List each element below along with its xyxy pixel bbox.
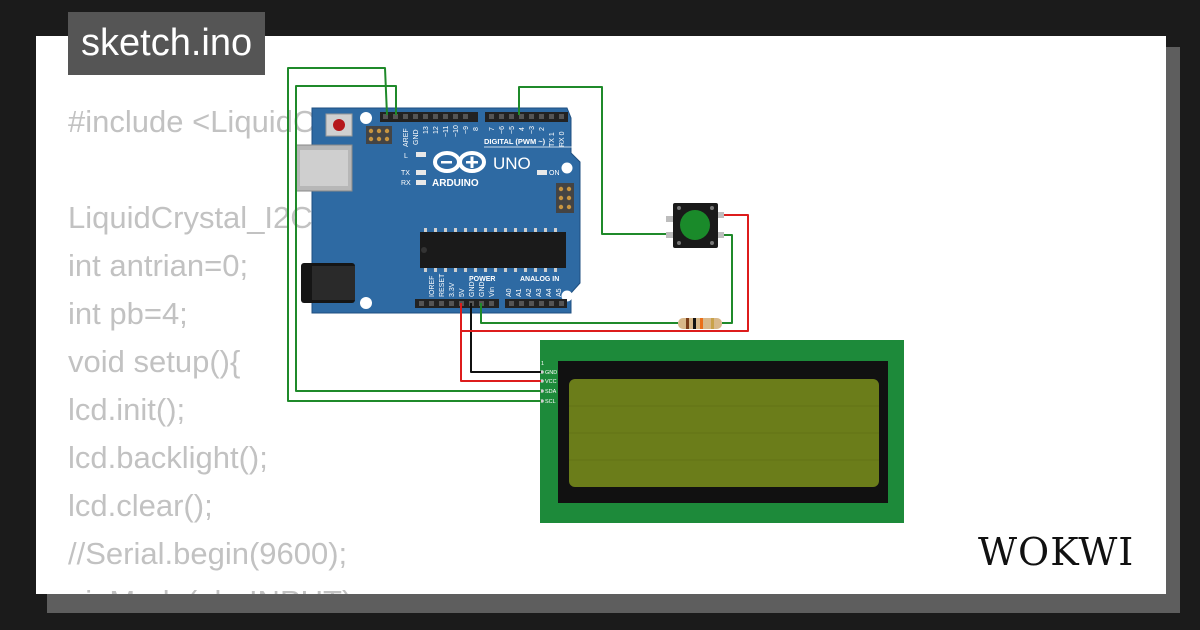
pin-label: ~3 — [529, 126, 536, 134]
code-line: //Serial.begin(9600); — [68, 536, 348, 571]
power-label: POWER — [469, 276, 495, 283]
wire-pin4 — [518, 86, 666, 235]
pin-label: 5V — [459, 288, 466, 297]
mounting-hole — [561, 162, 573, 174]
icsp-right-header — [556, 183, 574, 213]
pin-label: 2 — [539, 127, 546, 131]
pin-label: 12 — [433, 126, 440, 134]
lcd-pin-label: SDA — [545, 389, 557, 395]
pin-label: IOREF — [429, 276, 436, 297]
analog-header — [505, 299, 567, 308]
pin-label: A2 — [526, 288, 533, 297]
pin-label: 7 — [489, 127, 496, 131]
lcd-pin-label: GND — [545, 370, 557, 376]
pin-label: Vin — [489, 287, 496, 297]
microcontroller-chip — [420, 228, 566, 272]
pin-label: 3.3V — [449, 282, 456, 297]
button-cap[interactable] — [680, 210, 710, 240]
digital-header-right — [485, 112, 568, 122]
wokwi-logo-text: WOKWI — [978, 530, 1134, 574]
pin-label: A4 — [546, 288, 553, 297]
digital-header-left — [380, 112, 478, 122]
mounting-hole — [561, 290, 573, 302]
status-leds: L TX RX ON — [401, 152, 560, 187]
pin-label: A1 — [516, 288, 523, 297]
wire-5v-button — [460, 214, 749, 332]
lcd-pin-label: 1 — [541, 361, 544, 367]
code-line: lcd.clear(); — [68, 488, 213, 523]
pin-label: RESET — [439, 273, 446, 297]
pin-label: A0 — [506, 288, 513, 297]
pin-label: TX 1 — [549, 132, 556, 147]
pin-label: ~5 — [509, 126, 516, 134]
svg-text:L: L — [404, 153, 408, 160]
arduino-uno-board[interactable]: AREF GND 13 12 ~11 ~10 ~9 8 7 ~6 ~5 4 ~3… — [295, 107, 581, 314]
model-label: UNO — [493, 154, 531, 173]
wokwi-logo: WOKWI — [978, 530, 1134, 574]
pin-label: ~6 — [499, 126, 506, 134]
resistor[interactable] — [678, 318, 722, 329]
pin-label: AREF — [403, 128, 410, 147]
svg-text:ON: ON — [549, 170, 560, 177]
wire-5v-lcd — [460, 303, 541, 382]
code-line: int pb=4; — [68, 296, 188, 331]
pin-label: GND — [413, 129, 420, 145]
svg-text:TX: TX — [401, 170, 410, 177]
lcd-pin-label: VCC — [545, 379, 557, 385]
pin-label: 8 — [473, 127, 480, 131]
pin-label: RX 0 — [559, 131, 566, 147]
lcd-pin-label: SCL — [545, 399, 556, 405]
code-line: lcd.init(); — [68, 392, 186, 427]
wire-resistor-button — [722, 234, 733, 324]
code-line: void setup(){ — [68, 344, 241, 379]
brand-label: ARDUINO — [432, 178, 479, 189]
pin-label: A3 — [536, 288, 543, 297]
mounting-hole — [360, 297, 372, 309]
svg-text:RX: RX — [401, 180, 411, 187]
arduino-logo-icon — [433, 151, 486, 173]
icsp-header — [366, 126, 392, 144]
wire-sda — [295, 85, 541, 392]
pin-label: ~11 — [443, 126, 450, 137]
pin-label: ~10 — [453, 125, 460, 137]
lcd-i2c-display[interactable]: 1 GND VCC SDA SCL — [540, 340, 904, 523]
digital-label: DIGITAL (PWM ~) — [484, 137, 546, 146]
pin-label: A5 — [556, 288, 563, 297]
wires — [287, 67, 749, 402]
file-name-tab[interactable]: sketch.ino — [68, 12, 266, 75]
mounting-hole — [360, 112, 372, 124]
wire-gnd-resistor — [480, 303, 678, 324]
power-header — [415, 299, 499, 308]
analog-label: ANALOG IN — [520, 276, 559, 283]
pin-label: GND — [479, 281, 486, 297]
wire-gnd-lcd — [470, 303, 541, 373]
code-line: pinMode(pb, INPUT); — [68, 578, 526, 594]
pin-label: GND — [469, 281, 476, 297]
pin-label: 4 — [519, 127, 526, 131]
code-line: int antrian=0; — [68, 248, 249, 283]
push-button[interactable] — [666, 203, 724, 248]
pin-label: 13 — [423, 126, 430, 134]
pin-label: ~9 — [463, 126, 470, 134]
wire-scl — [287, 67, 541, 402]
code-line: lcd.backlight(); — [68, 440, 268, 475]
